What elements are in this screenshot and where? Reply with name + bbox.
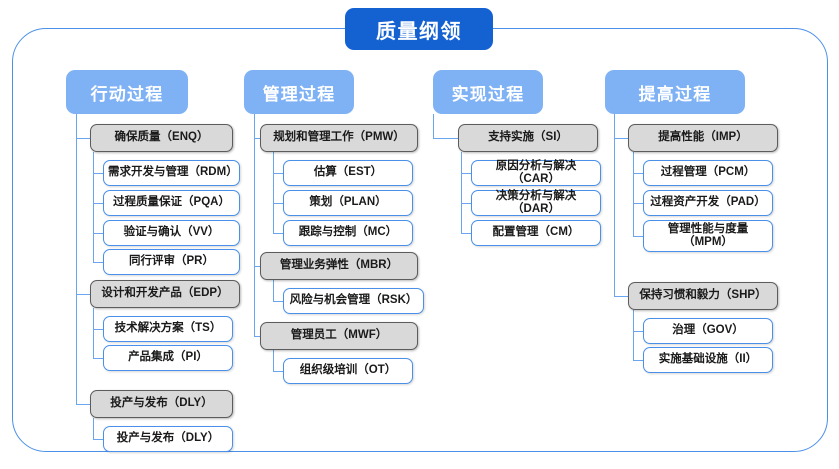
- column-header-improve[interactable]: 提高过程: [605, 70, 745, 114]
- connector-stub-est: [273, 173, 284, 175]
- connector-stub-pi: [93, 358, 104, 360]
- item-box-est[interactable]: 估算（EST）: [283, 160, 413, 186]
- connector-stub-plan: [273, 203, 284, 205]
- connector-stub-rdm: [93, 173, 104, 175]
- item-box-gov[interactable]: 治理（GOV）: [643, 318, 773, 344]
- item-box-plan[interactable]: 策划（PLAN）: [283, 190, 413, 216]
- connector-stub-pad: [633, 203, 644, 205]
- item-box-cm[interactable]: 配置管理（CM）: [471, 220, 601, 246]
- connector-stub-vv: [93, 233, 104, 235]
- connector-stub-cm: [461, 233, 472, 235]
- column-header-implement[interactable]: 实现过程: [433, 70, 543, 114]
- connector-stub-gov: [633, 331, 644, 333]
- item-box-car[interactable]: 原因分析与解决（CAR）: [471, 160, 601, 186]
- column-header-manage[interactable]: 管理过程: [244, 70, 354, 114]
- column-header-action[interactable]: 行动过程: [66, 70, 188, 114]
- connector-stub-ii: [633, 360, 644, 362]
- item-box-mpm[interactable]: 管理性能与度量 （MPM）: [643, 220, 773, 252]
- group-box-edp[interactable]: 设计和开发产品（EDP）: [90, 280, 240, 308]
- connector-stub-car: [461, 173, 472, 175]
- connector-stub-ot: [273, 371, 284, 373]
- item-box-rsk[interactable]: 风险与机会管理（RSK）: [283, 288, 424, 314]
- group-box-enq[interactable]: 确保质量（ENQ）: [90, 124, 233, 152]
- connector-stub-ts: [93, 329, 104, 331]
- connector-stub-dar: [461, 203, 472, 205]
- connector-children-trunk-mwf: [273, 350, 275, 371]
- item-box-ot[interactable]: 组织级培训（OT）: [283, 358, 413, 384]
- group-box-dly[interactable]: 投产与发布（DLY）: [90, 390, 233, 418]
- connector-trunk-col4: [614, 114, 616, 296]
- connector-stub-si: [433, 138, 459, 140]
- item-box-ii[interactable]: 实施基础设施（II）: [643, 347, 773, 373]
- item-box-mc[interactable]: 跟踪与控制（MC）: [283, 220, 413, 246]
- item-box-dly-child[interactable]: 投产与发布（DLY）: [103, 426, 233, 452]
- connector-children-trunk-edp: [93, 308, 95, 358]
- connector-children-trunk-mbr: [273, 280, 275, 301]
- connector-children-trunk-pmw: [273, 152, 275, 233]
- group-box-mwf[interactable]: 管理员工（MWF）: [260, 322, 418, 350]
- group-box-mbr[interactable]: 管理业务弹性（MBR）: [260, 252, 418, 280]
- group-box-shp[interactable]: 保持习惯和毅力（SHP）: [628, 282, 778, 310]
- group-box-pmw[interactable]: 规划和管理工作（PMW）: [260, 124, 418, 152]
- connector-trunk-col3: [433, 114, 435, 138]
- connector-stub-dly: [76, 404, 91, 406]
- connector-stub-imp: [614, 138, 629, 140]
- connector-children-trunk-shp: [633, 310, 635, 361]
- connector-stub-rsk: [273, 301, 284, 303]
- connector-children-trunk-si: [461, 152, 463, 233]
- connector-stub-pqa: [93, 203, 104, 205]
- connector-stub-pr: [93, 262, 104, 264]
- connector-children-trunk-imp: [633, 152, 635, 236]
- group-box-imp[interactable]: 提高性能（IMP）: [628, 124, 778, 152]
- group-box-si[interactable]: 支持实施（SI）: [458, 124, 598, 152]
- connector-children-trunk-dly: [93, 418, 95, 439]
- item-box-rdm[interactable]: 需求开发与管理（RDM）: [103, 160, 240, 186]
- connector-children-trunk-enq: [93, 152, 95, 262]
- item-box-dar[interactable]: 决策分析与解决（DAR）: [471, 190, 601, 216]
- item-box-ts[interactable]: 技术解决方案（TS）: [103, 316, 233, 342]
- connector-stub-mwf: [254, 336, 261, 338]
- connector-stub-shp: [614, 296, 629, 298]
- item-box-pcm[interactable]: 过程管理（PCM）: [643, 160, 773, 186]
- connector-trunk-col2: [254, 114, 256, 336]
- connector-stub-pcm: [633, 173, 644, 175]
- item-box-pqa[interactable]: 过程质量保证（PQA）: [103, 190, 240, 216]
- root-title: 质量纲领: [345, 8, 493, 50]
- connector-stub-pmw: [254, 138, 261, 140]
- connector-stub-mbr: [254, 266, 261, 268]
- connector-stub-mc: [273, 233, 284, 235]
- connector-stub-dly-child: [93, 439, 104, 441]
- item-box-pi[interactable]: 产品集成（PI）: [103, 345, 233, 371]
- item-box-vv[interactable]: 验证与确认（VV）: [103, 220, 240, 246]
- connector-stub-enq: [76, 138, 91, 140]
- item-box-pr[interactable]: 同行评审（PR）: [103, 249, 240, 275]
- connector-trunk-col1: [76, 114, 78, 404]
- item-box-pad[interactable]: 过程资产开发（PAD）: [643, 190, 773, 216]
- connector-stub-mpm: [633, 236, 644, 238]
- connector-stub-edp: [76, 294, 91, 296]
